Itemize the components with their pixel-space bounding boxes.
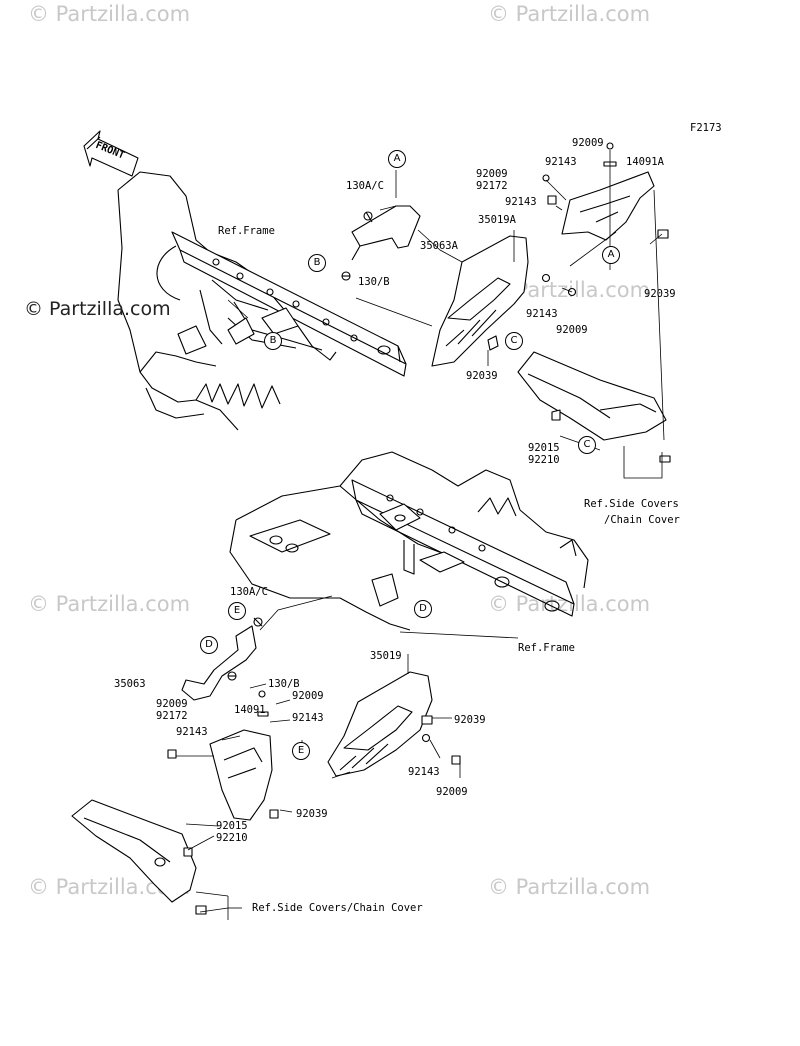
callout-e-bracket: E [228, 602, 246, 620]
part-92143: 92143 [526, 308, 558, 320]
part-92039: 92039 [454, 714, 486, 726]
part-92039: 92039 [296, 808, 328, 820]
part-130B: 130/B [358, 276, 390, 288]
part-92172: 92172 [476, 180, 508, 192]
part-130AC: 130A/C [346, 180, 384, 192]
part-130AC: 130A/C [230, 586, 268, 598]
front-arrow-icon [83, 130, 139, 177]
lower-guard-35019 [327, 671, 461, 777]
part-92143: 92143 [505, 196, 537, 208]
part-92172: 92172 [156, 710, 188, 722]
callout-c-guard: C [505, 332, 523, 350]
callout-b-upper: B [308, 254, 326, 272]
part-92039: 92039 [644, 288, 676, 300]
upper-bracket-35063A [341, 205, 421, 281]
part-92143: 92143 [545, 156, 577, 168]
ref-frame-label: Ref.Frame [218, 225, 275, 237]
callout-e-cover: E [292, 742, 310, 760]
part-14091A: 14091A [626, 156, 664, 168]
watermark-main: © Partzilla.com [24, 298, 171, 320]
lower-bracket-35063 [181, 617, 263, 701]
upper-guard-35019A [431, 235, 577, 367]
part-35063A: 35063A [420, 240, 458, 252]
callout-c-chain: C [578, 436, 596, 454]
part-92210: 92210 [528, 454, 560, 466]
ref-side-covers-chain-cover-label: Ref.Side Covers/Chain Cover [252, 902, 423, 914]
part-92015: 92015 [216, 820, 248, 832]
lower-cover-14091 [167, 690, 279, 821]
part-14091: 14091 [234, 704, 266, 716]
part-92210: 92210 [216, 832, 248, 844]
part-130B: 130/B [268, 678, 300, 690]
callout-d-bracket: D [200, 636, 218, 654]
lower-leaders [176, 595, 519, 920]
lower-chain-cover [71, 799, 207, 915]
callout-a-upper: A [388, 150, 406, 168]
part-92039: 92039 [466, 370, 498, 382]
lower-frame-sketch [229, 451, 589, 631]
ref-side-covers-label: Ref.Side Covers [584, 498, 679, 510]
part-35063: 35063 [114, 678, 146, 690]
part-35019: 35019 [370, 650, 402, 662]
part-92143: 92143 [292, 712, 324, 724]
part-92009: 92009 [476, 168, 508, 180]
upper-chain-cover [517, 351, 671, 463]
part-92009: 92009 [156, 698, 188, 710]
part-35019A: 35019A [478, 214, 516, 226]
callout-a-cover: A [602, 246, 620, 264]
ref-frame-label: Ref.Frame [518, 642, 575, 654]
upper-cover-14091A [542, 142, 669, 241]
watermark: © Partzilla.com [28, 2, 191, 26]
figure-id: F2173 [690, 122, 722, 134]
upper-frame-sketch [117, 171, 407, 431]
callout-d-frame: D [414, 600, 432, 618]
watermark: © Partzilla.com [28, 592, 191, 616]
callout-b-frame: B [264, 332, 282, 350]
ref-chain-cover-label: /Chain Cover [604, 514, 680, 526]
part-92015: 92015 [528, 442, 560, 454]
part-92143: 92143 [176, 726, 208, 738]
part-92009: 92009 [572, 137, 604, 149]
part-92009: 92009 [556, 324, 588, 336]
part-92143: 92143 [408, 766, 440, 778]
watermark: © Partzilla.com [488, 875, 651, 899]
part-92009: 92009 [436, 786, 468, 798]
part-92009: 92009 [292, 690, 324, 702]
watermark: © Partzilla.com [488, 2, 651, 26]
